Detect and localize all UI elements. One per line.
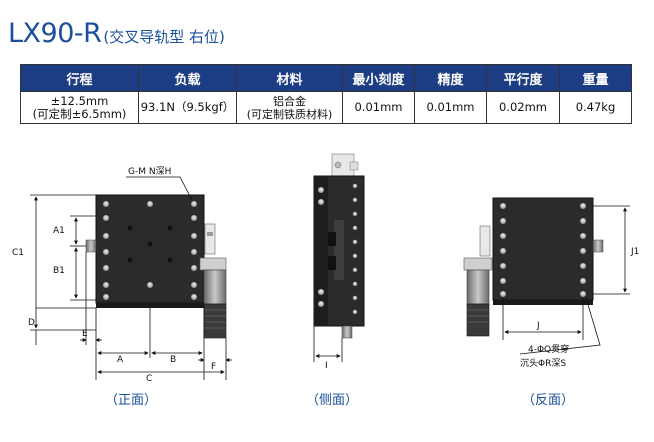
side-lock-knob <box>341 325 353 339</box>
front-dimensions <box>30 176 232 380</box>
caption-back: （反面） <box>522 393 574 408</box>
label-j: J <box>536 321 540 331</box>
spec-table: 行程 负载 材料 最小刻度 精度 平行度 重量 ±12.5mm (可定制±6.5… <box>20 64 632 124</box>
cell-min-scale: 0.01mm <box>342 91 415 124</box>
label-c: C <box>146 374 152 384</box>
label-b1: B1 <box>53 266 65 276</box>
front-stage-bottom-plate <box>96 303 204 308</box>
cell-weight: 0.47kg <box>559 91 632 124</box>
label-j1: J1 <box>630 247 639 257</box>
back-lock-knob <box>592 239 604 253</box>
label-e: E <box>82 329 88 339</box>
label-hole-counterbore: 沉头ΦR深S <box>520 358 566 369</box>
header-load: 负载 <box>138 64 237 92</box>
label-b: B <box>170 355 176 365</box>
front-screws <box>103 201 197 300</box>
model-name: LX90-R <box>8 18 102 49</box>
cell-accuracy: 0.01mm <box>414 91 487 124</box>
back-view: J1 J 4-ΦQ贯穿 沉头ΦR深S （反面） <box>463 197 639 408</box>
side-view: I （侧面） <box>306 153 365 408</box>
cell-material: 铝合金 (可定制铁质材料) <box>236 91 343 124</box>
side-screws <box>318 183 358 315</box>
back-micrometer <box>463 225 493 337</box>
spec-header-row: 行程 负载 材料 最小刻度 精度 平行度 重量 <box>20 64 632 92</box>
cell-parallelism: 0.02mm <box>486 91 560 124</box>
label-a: A <box>117 355 124 365</box>
caption-front: （正面） <box>105 393 157 408</box>
header-min-scale: 最小刻度 <box>342 64 415 92</box>
side-dimensions <box>313 326 343 362</box>
front-lock-knob <box>85 239 97 253</box>
header-accuracy: 精度 <box>414 64 487 92</box>
back-screws <box>500 203 586 297</box>
stroke-value: ±12.5mm <box>50 93 109 108</box>
header-parallelism: 平行度 <box>486 64 560 92</box>
back-dimensions <box>502 205 630 355</box>
material-custom: (可定制铁质材料) <box>246 107 333 121</box>
back-stage-body <box>492 197 594 301</box>
label-f: F <box>211 362 216 372</box>
product-title: LX90-R (交叉导轨型 右位) <box>8 18 225 52</box>
cell-load: 93.1N（9.5kgf） <box>138 91 237 124</box>
label-gm: G-M N深H <box>128 166 171 177</box>
front-micrometer <box>199 223 227 339</box>
caption-side: （侧面） <box>306 393 358 408</box>
header-material: 材料 <box>236 64 343 92</box>
label-d: D <box>28 318 35 328</box>
label-i: I <box>325 361 328 371</box>
front-view: G-M N深H C1 A1 B1 D E A B C F （正面） <box>12 166 232 408</box>
label-a1: A1 <box>53 226 65 236</box>
cell-stroke: ±12.5mm (可定制±6.5mm) <box>20 91 139 124</box>
label-hole-through: 4-ΦQ贯穿 <box>528 343 569 355</box>
technical-drawing: G-M N深H C1 A1 B1 D E A B C F （正面） <box>12 153 639 408</box>
stroke-custom: (可定制±6.5mm) <box>32 106 127 121</box>
header-weight: 重量 <box>559 64 632 92</box>
spec-value-row: ±12.5mm (可定制±6.5mm) 93.1N（9.5kgf） 铝合金 (可… <box>20 91 632 124</box>
material-value: 铝合金 <box>273 94 306 108</box>
label-c1: C1 <box>12 248 24 258</box>
header-stroke: 行程 <box>20 64 139 92</box>
model-subtitle: (交叉导轨型 右位) <box>103 28 225 46</box>
